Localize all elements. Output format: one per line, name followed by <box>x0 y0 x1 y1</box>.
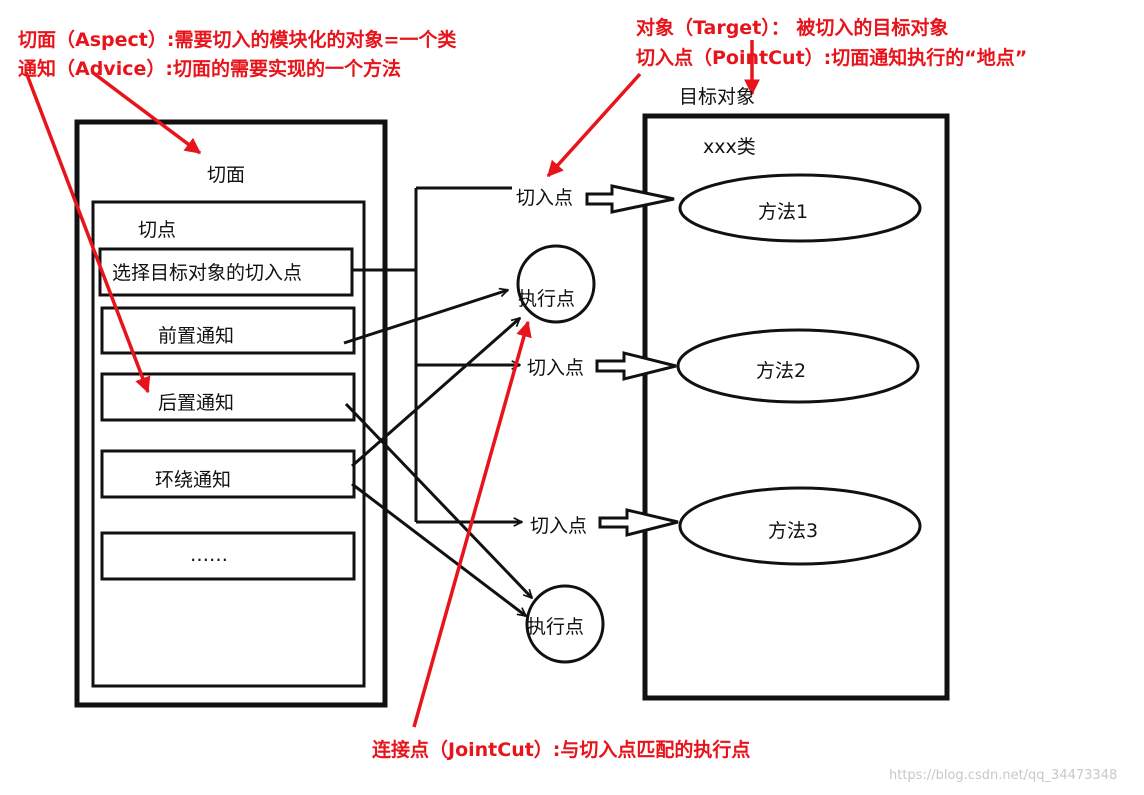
aspect-title: 切面 <box>207 164 246 186</box>
more-advice-box <box>100 531 356 581</box>
more-advice-label: …… <box>190 544 228 566</box>
before-advice-arrow <box>343 290 508 345</box>
pointcut-connector <box>352 186 512 522</box>
before-advice-box <box>100 306 356 355</box>
method-1-label: 方法1 <box>758 201 809 223</box>
select-pointcut-box <box>98 247 354 297</box>
entry-point-label-2: 切入点 <box>527 357 585 379</box>
target-annotation: 对象（Target）： 被切入的目标对象 <box>636 17 949 39</box>
watermark: https://blog.csdn.net/qq_34473348 <box>889 768 1118 783</box>
after-advice-label: 后置通知 <box>158 392 235 414</box>
exec-point-circle-1 <box>516 244 596 324</box>
method-3-label: 方法3 <box>768 520 819 542</box>
entry-point-label-3: 切入点 <box>530 515 588 537</box>
select-pointcut-label: 选择目标对象的切入点 <box>112 262 303 284</box>
exec-point-label-1: 执行点 <box>518 288 576 310</box>
aspect-box <box>74 119 388 708</box>
pointcut-box <box>91 200 366 688</box>
pointcut-annotation-arrow <box>546 72 642 178</box>
advice-annotation-arrow <box>24 71 151 394</box>
hollow-arrow-1 <box>585 184 675 214</box>
entry-point-label-1: 切入点 <box>516 187 574 209</box>
around-advice-label: 环绕通知 <box>155 469 232 491</box>
around-advice-box <box>100 449 356 499</box>
pointcut-annotation: 切入点（PointCut）:切面通知执行的“地点” <box>636 47 1028 69</box>
before-advice-label: 前置通知 <box>158 325 235 347</box>
jointcut-annotation: 连接点（JointCut）:与切入点匹配的执行点 <box>372 739 751 761</box>
after-advice-box <box>100 372 356 422</box>
aspect-annotation-arrow <box>90 70 202 155</box>
pointcut-title: 切点 <box>138 219 177 241</box>
target-object-caption: 目标对象 <box>679 86 756 108</box>
advice-annotation: 通知（Advice）:切面的需要实现的一个方法 <box>18 58 401 80</box>
method-2-label: 方法2 <box>756 360 807 382</box>
method-2-ellipse <box>676 328 920 404</box>
class-label: xxx类 <box>703 136 756 158</box>
target-object-box <box>642 113 950 701</box>
method-3-ellipse <box>678 486 922 566</box>
exec-point-label-2: 执行点 <box>527 616 585 638</box>
method-1-ellipse <box>678 173 922 243</box>
exec-point-circle-2 <box>525 584 605 664</box>
around-advice-arrow-2 <box>351 482 526 618</box>
jointcut-annotation-arrow <box>412 320 532 728</box>
hollow-arrow-3 <box>598 508 679 537</box>
aspect-annotation: 切面（Aspect）:需要切入的模块化的对象=一个类 <box>18 29 457 51</box>
after-advice-arrow <box>344 402 532 598</box>
around-advice-arrow-1 <box>351 318 520 468</box>
hollow-arrow-2 <box>595 351 677 381</box>
